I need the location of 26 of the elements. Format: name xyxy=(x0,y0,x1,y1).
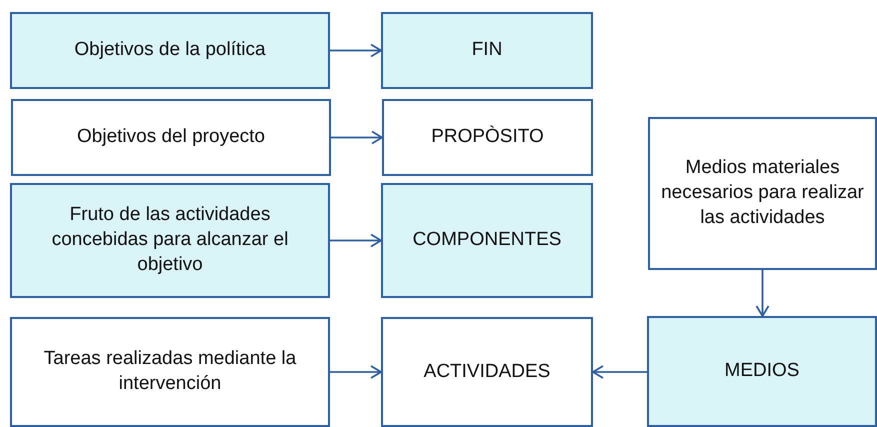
box-label: Objetivos del proyecto xyxy=(76,125,266,150)
arrow xyxy=(592,365,647,379)
box-label: MEDIOS xyxy=(724,359,800,384)
box-label: Fruto de las actividades concebidas para alcanzar el objetivo xyxy=(50,203,290,277)
box-label: Tareas realizadas mediante la intervención xyxy=(42,347,298,396)
box-label: Objetivos de la política xyxy=(73,38,267,62)
box-label: PROPÒSITO xyxy=(430,125,545,150)
process-box xyxy=(648,117,877,270)
arrow xyxy=(330,365,382,379)
process-box xyxy=(381,317,593,427)
process-box xyxy=(10,183,330,298)
arrow xyxy=(331,130,383,144)
process-box xyxy=(11,99,331,176)
box-label: Medios materiales necesarios para realizar las actividades xyxy=(660,156,865,230)
process-box xyxy=(382,99,593,176)
arrow xyxy=(330,234,382,248)
process-box xyxy=(10,317,330,427)
process-box xyxy=(647,316,877,427)
box-label: ACTIVIDADES xyxy=(422,360,552,384)
arrow xyxy=(756,270,770,317)
process-box xyxy=(381,183,593,298)
process-box xyxy=(10,12,330,89)
box-label: COMPONENTES xyxy=(412,228,562,252)
arrow xyxy=(330,44,382,58)
box-label: FIN xyxy=(470,38,504,62)
process-box xyxy=(381,12,593,89)
